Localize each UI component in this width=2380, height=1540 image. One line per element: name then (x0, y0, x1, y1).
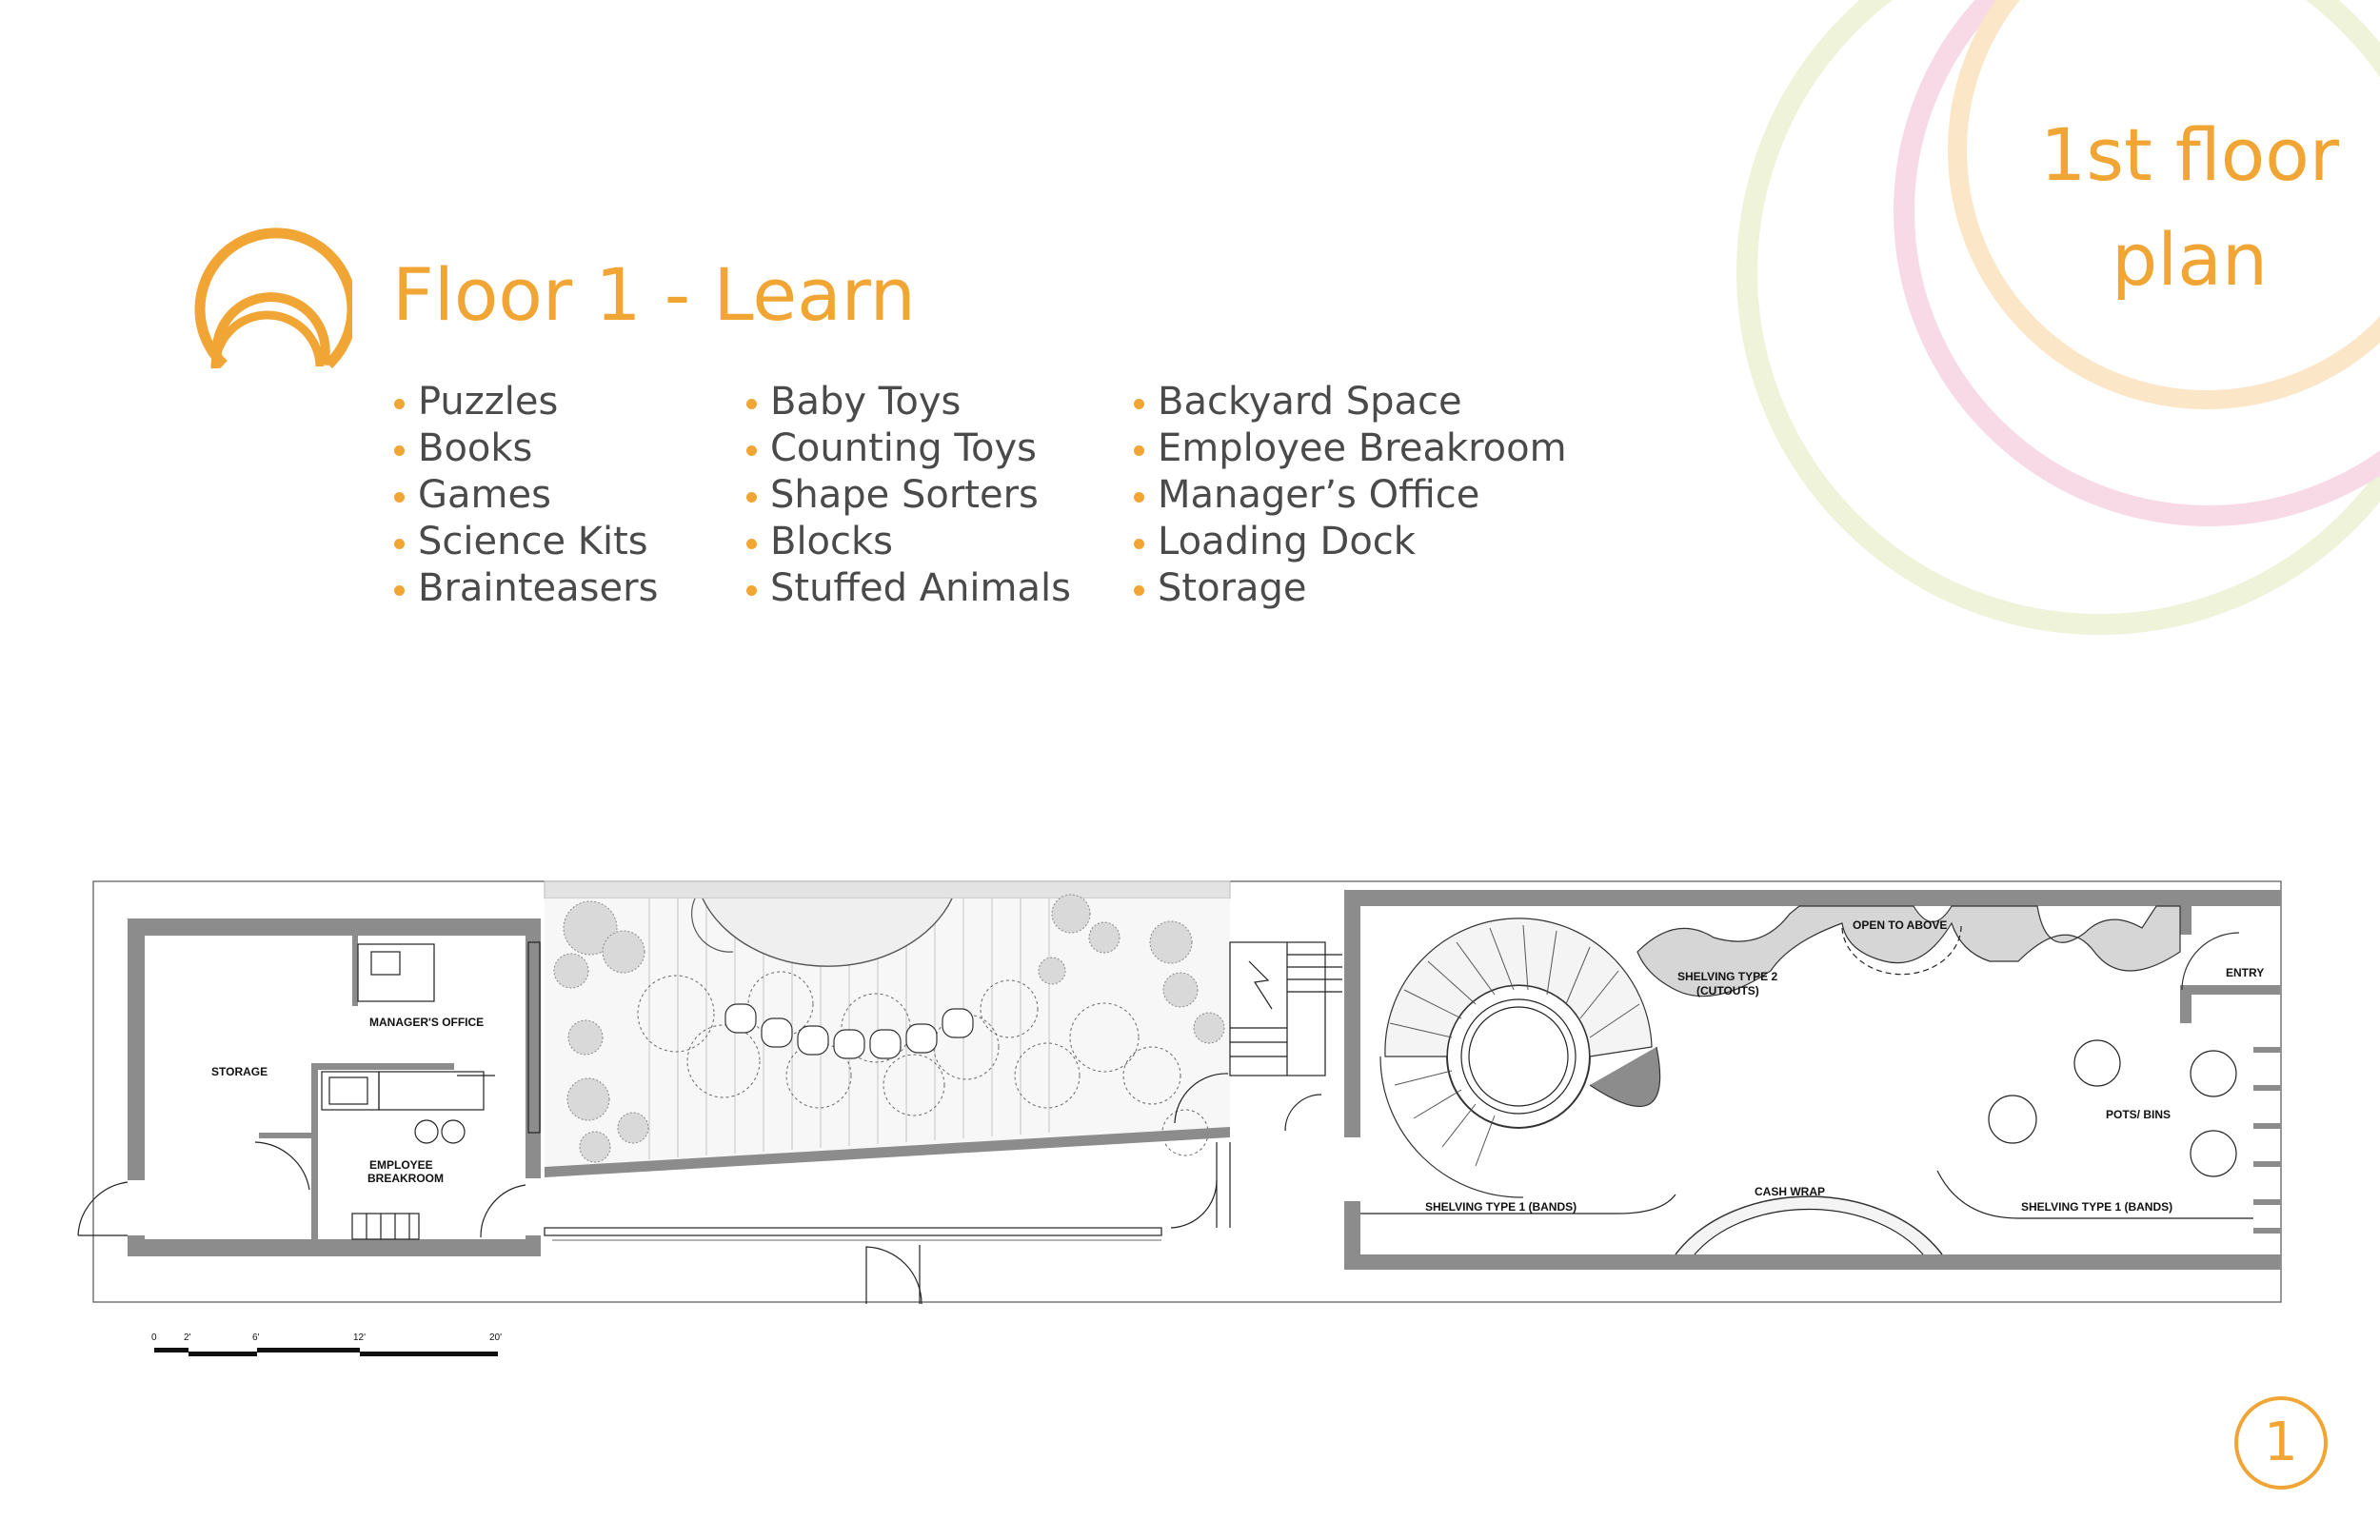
label-managers-office: MANAGER'S OFFICE (369, 1016, 484, 1029)
list-column-1: Puzzles Books Games Science Kits Brainte… (390, 379, 658, 612)
label-pots-bins: POTS/ BINS (2106, 1108, 2171, 1121)
label-entry: ENTRY (2226, 966, 2264, 979)
list-item: Shape Sorters (743, 472, 1071, 519)
list-item: Puzzles (390, 379, 658, 425)
list-item: Games (390, 472, 658, 519)
list-item: Blocks (743, 519, 1071, 565)
scale-bar: 0 2' 6' 12' 20' (151, 1333, 502, 1356)
list-item: Manager’s Office (1130, 472, 1567, 519)
list-item: Stuffed Animals (743, 565, 1071, 612)
label-cash-wrap: CASH WRAP (1755, 1185, 1825, 1198)
scale-label: 2' (184, 1333, 191, 1343)
ring-pink (1894, 0, 2380, 526)
scale-label: 6' (252, 1333, 260, 1343)
list-item: Brainteasers (390, 565, 658, 612)
corner-title-line2: plan (2111, 217, 2269, 302)
list-item: Loading Dock (1130, 519, 1567, 565)
label-shelving-type1-left: SHELVING TYPE 1 (BANDS) (1425, 1200, 1577, 1214)
left-building-fixtures (77, 941, 541, 1240)
label-employee-breakroom-1: EMPLOYEE (369, 1158, 433, 1172)
label-storage: STORAGE (211, 1065, 268, 1078)
label-employee-breakroom-2: BREAKROOM (367, 1172, 444, 1185)
concentric-arcs-logo-icon (194, 227, 352, 369)
list-item: Books (390, 425, 658, 472)
list-item: Baby Toys (743, 379, 1071, 425)
list-item: Storage (1130, 565, 1567, 612)
label-shelving-type2-2: (CUTOUTS) (1696, 984, 1759, 997)
left-building-walls (128, 918, 541, 1256)
right-building-walls (1344, 890, 2281, 1270)
backyard (544, 880, 1231, 1177)
ring-peach (1948, 0, 2380, 409)
page-title: Floor 1 - Learn (392, 252, 916, 337)
corner-title-line1: 1st floor (2039, 112, 2340, 197)
scale-label: 20' (489, 1333, 502, 1343)
list-item: Counting Toys (743, 425, 1071, 472)
corner-title: 1st floor plan (1990, 103, 2380, 312)
list-item: Employee Breakroom (1130, 425, 1567, 472)
label-open-to-above: OPEN TO ABOVE (1853, 918, 1947, 932)
list-item: Science Kits (390, 519, 658, 565)
scale-label: 12' (353, 1333, 366, 1343)
list-item: Backyard Space (1130, 379, 1567, 425)
list-column-3: Backyard Space Employee Breakroom Manage… (1130, 379, 1567, 612)
right-building-fixtures (1360, 905, 2253, 1255)
ring-green (1736, 0, 2380, 635)
loading-dock-stairs (544, 941, 1342, 1305)
list-column-2: Baby Toys Counting Toys Shape Sorters Bl… (743, 379, 1071, 612)
label-shelving-type2-1: SHELVING TYPE 2 (1677, 970, 1777, 983)
page-number-badge: 1 (2234, 1396, 2328, 1490)
scale-label: 0 (151, 1333, 157, 1343)
label-shelving-type1-right: SHELVING TYPE 1 (BANDS) (2021, 1200, 2172, 1214)
